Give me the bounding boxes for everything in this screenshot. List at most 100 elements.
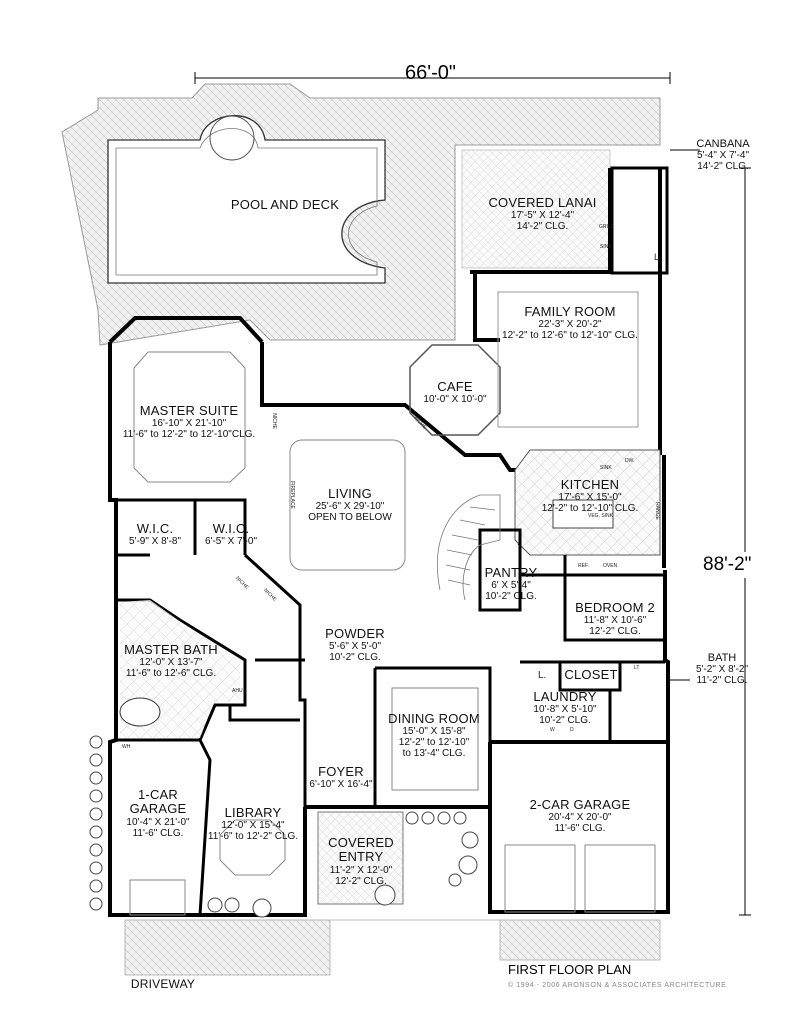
- room-dining: DINING ROOM 15'-0" X 15'-8" 12'-2" to 12…: [378, 711, 490, 760]
- room-name: FOYER: [318, 764, 364, 779]
- room-size: 11'-2" X 12'-0": [329, 864, 393, 876]
- room-size: 6' X 5'-4": [491, 580, 531, 592]
- ref-label: REF.: [578, 563, 589, 569]
- lav-label-1: L.: [654, 252, 662, 262]
- fireplace-label: FIREPLACE: [288, 481, 295, 509]
- plan-title: FIRST FLOOR PLAN: [508, 962, 632, 977]
- room-size: 5'-6" X 5'-0": [328, 641, 382, 653]
- room-size: 10'-8" X 5'-10": [533, 704, 597, 716]
- room-wic-2: W.I.C. 6'-5" X 7'-0": [196, 521, 266, 548]
- room-pool: POOL AND DECK: [205, 197, 365, 212]
- room-size: 22'-3" X 20'-2": [538, 319, 602, 331]
- room-size: 12'-0" X 13'-7": [139, 657, 203, 669]
- ahu-label: AHU: [232, 688, 243, 694]
- room-master-suite: MASTER SUITE 16'-10" X 21'-10" 11'-6" to…: [110, 403, 268, 440]
- shrubs: [89, 735, 479, 918]
- dishwasher-label: DW: [625, 458, 634, 464]
- room-pantry: PANTRY 6' X 5'-4" 10'-2" CLG.: [478, 565, 544, 603]
- room-name: LIBRARY: [224, 805, 282, 820]
- room-name: LIVING: [328, 486, 372, 501]
- room-size: 25'-6" X 29'-10": [315, 501, 385, 513]
- room-garage-1: 1-CAR GARAGE 10'-4" X 21'-0" 11'-6" CLG.: [116, 787, 200, 839]
- room-name: 2-CAR GARAGE: [529, 797, 631, 812]
- room-ceiling: 10'-2" CLG.: [329, 652, 381, 664]
- room-size: 11'-8" X 10'-6": [583, 615, 647, 627]
- room-size: 5'-9" X 8'-8": [128, 536, 182, 548]
- room-name-2: GARAGE: [129, 801, 187, 817]
- room-name: POOL AND DECK: [230, 197, 340, 212]
- copyright: © 1994 - 2006 ARONSON & ASSOCIATES ARCHI…: [508, 982, 727, 989]
- room-size: 10'-0" X 10'-0": [423, 394, 487, 406]
- washer-label: W: [550, 727, 555, 733]
- room-size: 5'-2" X 8'-2": [695, 664, 749, 676]
- grill-label: GRILL: [599, 224, 614, 230]
- room-library: LIBRARY 12'-0" X 15'-4" 11'-6" to 12'-2"…: [203, 805, 303, 843]
- room-name: W.I.C.: [136, 521, 174, 536]
- room-name: DRIVEWAY: [130, 977, 196, 991]
- room-ceiling: OPEN TO BELOW: [308, 512, 392, 524]
- room-kitchen: KITCHEN 17'-6" X 15'-0" 12'-2" to 12'-10…: [530, 477, 650, 515]
- room-size: 12'-0" X 15'-4": [221, 820, 285, 832]
- room-garage-2: 2-CAR GARAGE 20'-4" X 20'-0" 11'-6" CLG.: [510, 797, 650, 835]
- room-name: MASTER BATH: [124, 642, 218, 657]
- water-heater-label: WH: [122, 744, 131, 750]
- room-ceiling: 11'-6" to 12'-6" CLG.: [125, 668, 217, 680]
- room-name: CLOSET: [564, 667, 618, 682]
- driveway-label: DRIVEWAY: [118, 977, 208, 991]
- room-ceiling-2: to 13'-4" CLG.: [402, 748, 466, 760]
- depth-dimension: 88'-2": [703, 552, 752, 578]
- room-master-bath: MASTER BATH 12'-0" X 13'-7" 11'-6" to 12…: [112, 642, 230, 680]
- room-covered-entry: COVERED ENTRY 11'-2" X 12'-0" 12'-2" CLG…: [318, 835, 404, 886]
- dryer-label: D: [570, 727, 574, 733]
- dimension-lines: [194, 72, 751, 916]
- room-ceiling: 12'-2" CLG.: [589, 626, 641, 638]
- room-name: 1-CAR: [137, 787, 178, 802]
- room-wic-1: W.I.C. 5'-9" X 8'-8": [114, 521, 196, 548]
- room-size: 6'-5" X 7'-0": [204, 536, 258, 548]
- room-ceiling: 10'-2" CLG.: [539, 715, 591, 727]
- room-size: 6'-10" X 16'-4": [309, 779, 373, 791]
- kitchen-sink-label: SINK: [600, 465, 612, 471]
- room-size: 10'-4" X 21'-0": [126, 816, 190, 828]
- room-name: W.I.C.: [212, 521, 250, 536]
- pool: [107, 115, 386, 284]
- room-name: BATH: [707, 652, 737, 664]
- room-ceiling: 11'-6" CLG.: [554, 823, 606, 835]
- room-name: CAFE: [437, 379, 473, 394]
- room-living: LIVING 25'-6" X 29'-10" OPEN TO BELOW: [295, 486, 405, 524]
- oven-label: OVEN: [603, 563, 618, 569]
- staircase: [437, 494, 501, 601]
- range-label: RANGE: [653, 502, 660, 520]
- room-ceiling: 14'-2" CLG.: [697, 161, 749, 173]
- veg-sink-label: VEG. SINK: [588, 513, 614, 519]
- sink-label: SINK: [600, 244, 612, 250]
- room-size: 16'-10" X 21'-10": [151, 418, 227, 430]
- room-name: DINING ROOM: [388, 711, 480, 726]
- room-bedroom-2: BEDROOM 2 11'-8" X 10'-6" 12'-2" CLG.: [566, 600, 664, 638]
- room-ceiling: 11'-2" CLG.: [696, 675, 748, 687]
- lav-label-2: L.: [538, 670, 547, 681]
- room-ceiling: 11'-6" CLG.: [132, 827, 184, 839]
- room-ceiling: 10'-2" CLG.: [485, 591, 537, 603]
- room-covered-lanai: COVERED LANAI 17'-5" X 12'-4" 14'-2" CLG…: [470, 195, 615, 232]
- room-name: BEDROOM 2: [575, 600, 655, 615]
- room-name: COVERED LANAI: [488, 195, 597, 210]
- room-ceiling: 12'-2" to 12'-10": [398, 737, 470, 749]
- room-cafe: CAFE 10'-0" X 10'-0": [415, 379, 495, 406]
- room-family: FAMILY ROOM 22'-3" X 20'-2" 12'-2" to 12…: [480, 304, 660, 341]
- lt-label: LT: [634, 665, 640, 671]
- room-size: 17'-5" X 12'-4": [510, 210, 575, 222]
- room-canbana: CANBANA 5'-4" X 7'-4" 14'-2" CLG.: [683, 138, 763, 172]
- room-closet: CLOSET: [562, 667, 620, 682]
- room-name: CANBANA: [696, 138, 750, 150]
- room-name-2: ENTRY: [338, 849, 384, 865]
- room-name: FAMILY ROOM: [524, 304, 616, 319]
- room-ceiling: 12'-2" to 12'-10" CLG.: [541, 503, 639, 515]
- room-name: KITCHEN: [560, 477, 620, 492]
- room-size: 20'-4" X 20'-0": [548, 812, 612, 824]
- room-size: 5'-4" X 7'-4": [696, 150, 750, 162]
- room-ceiling: 11'-6" to 12'-2" CLG.: [207, 831, 299, 843]
- room-size: 17'-6" X 15'-0": [558, 492, 622, 504]
